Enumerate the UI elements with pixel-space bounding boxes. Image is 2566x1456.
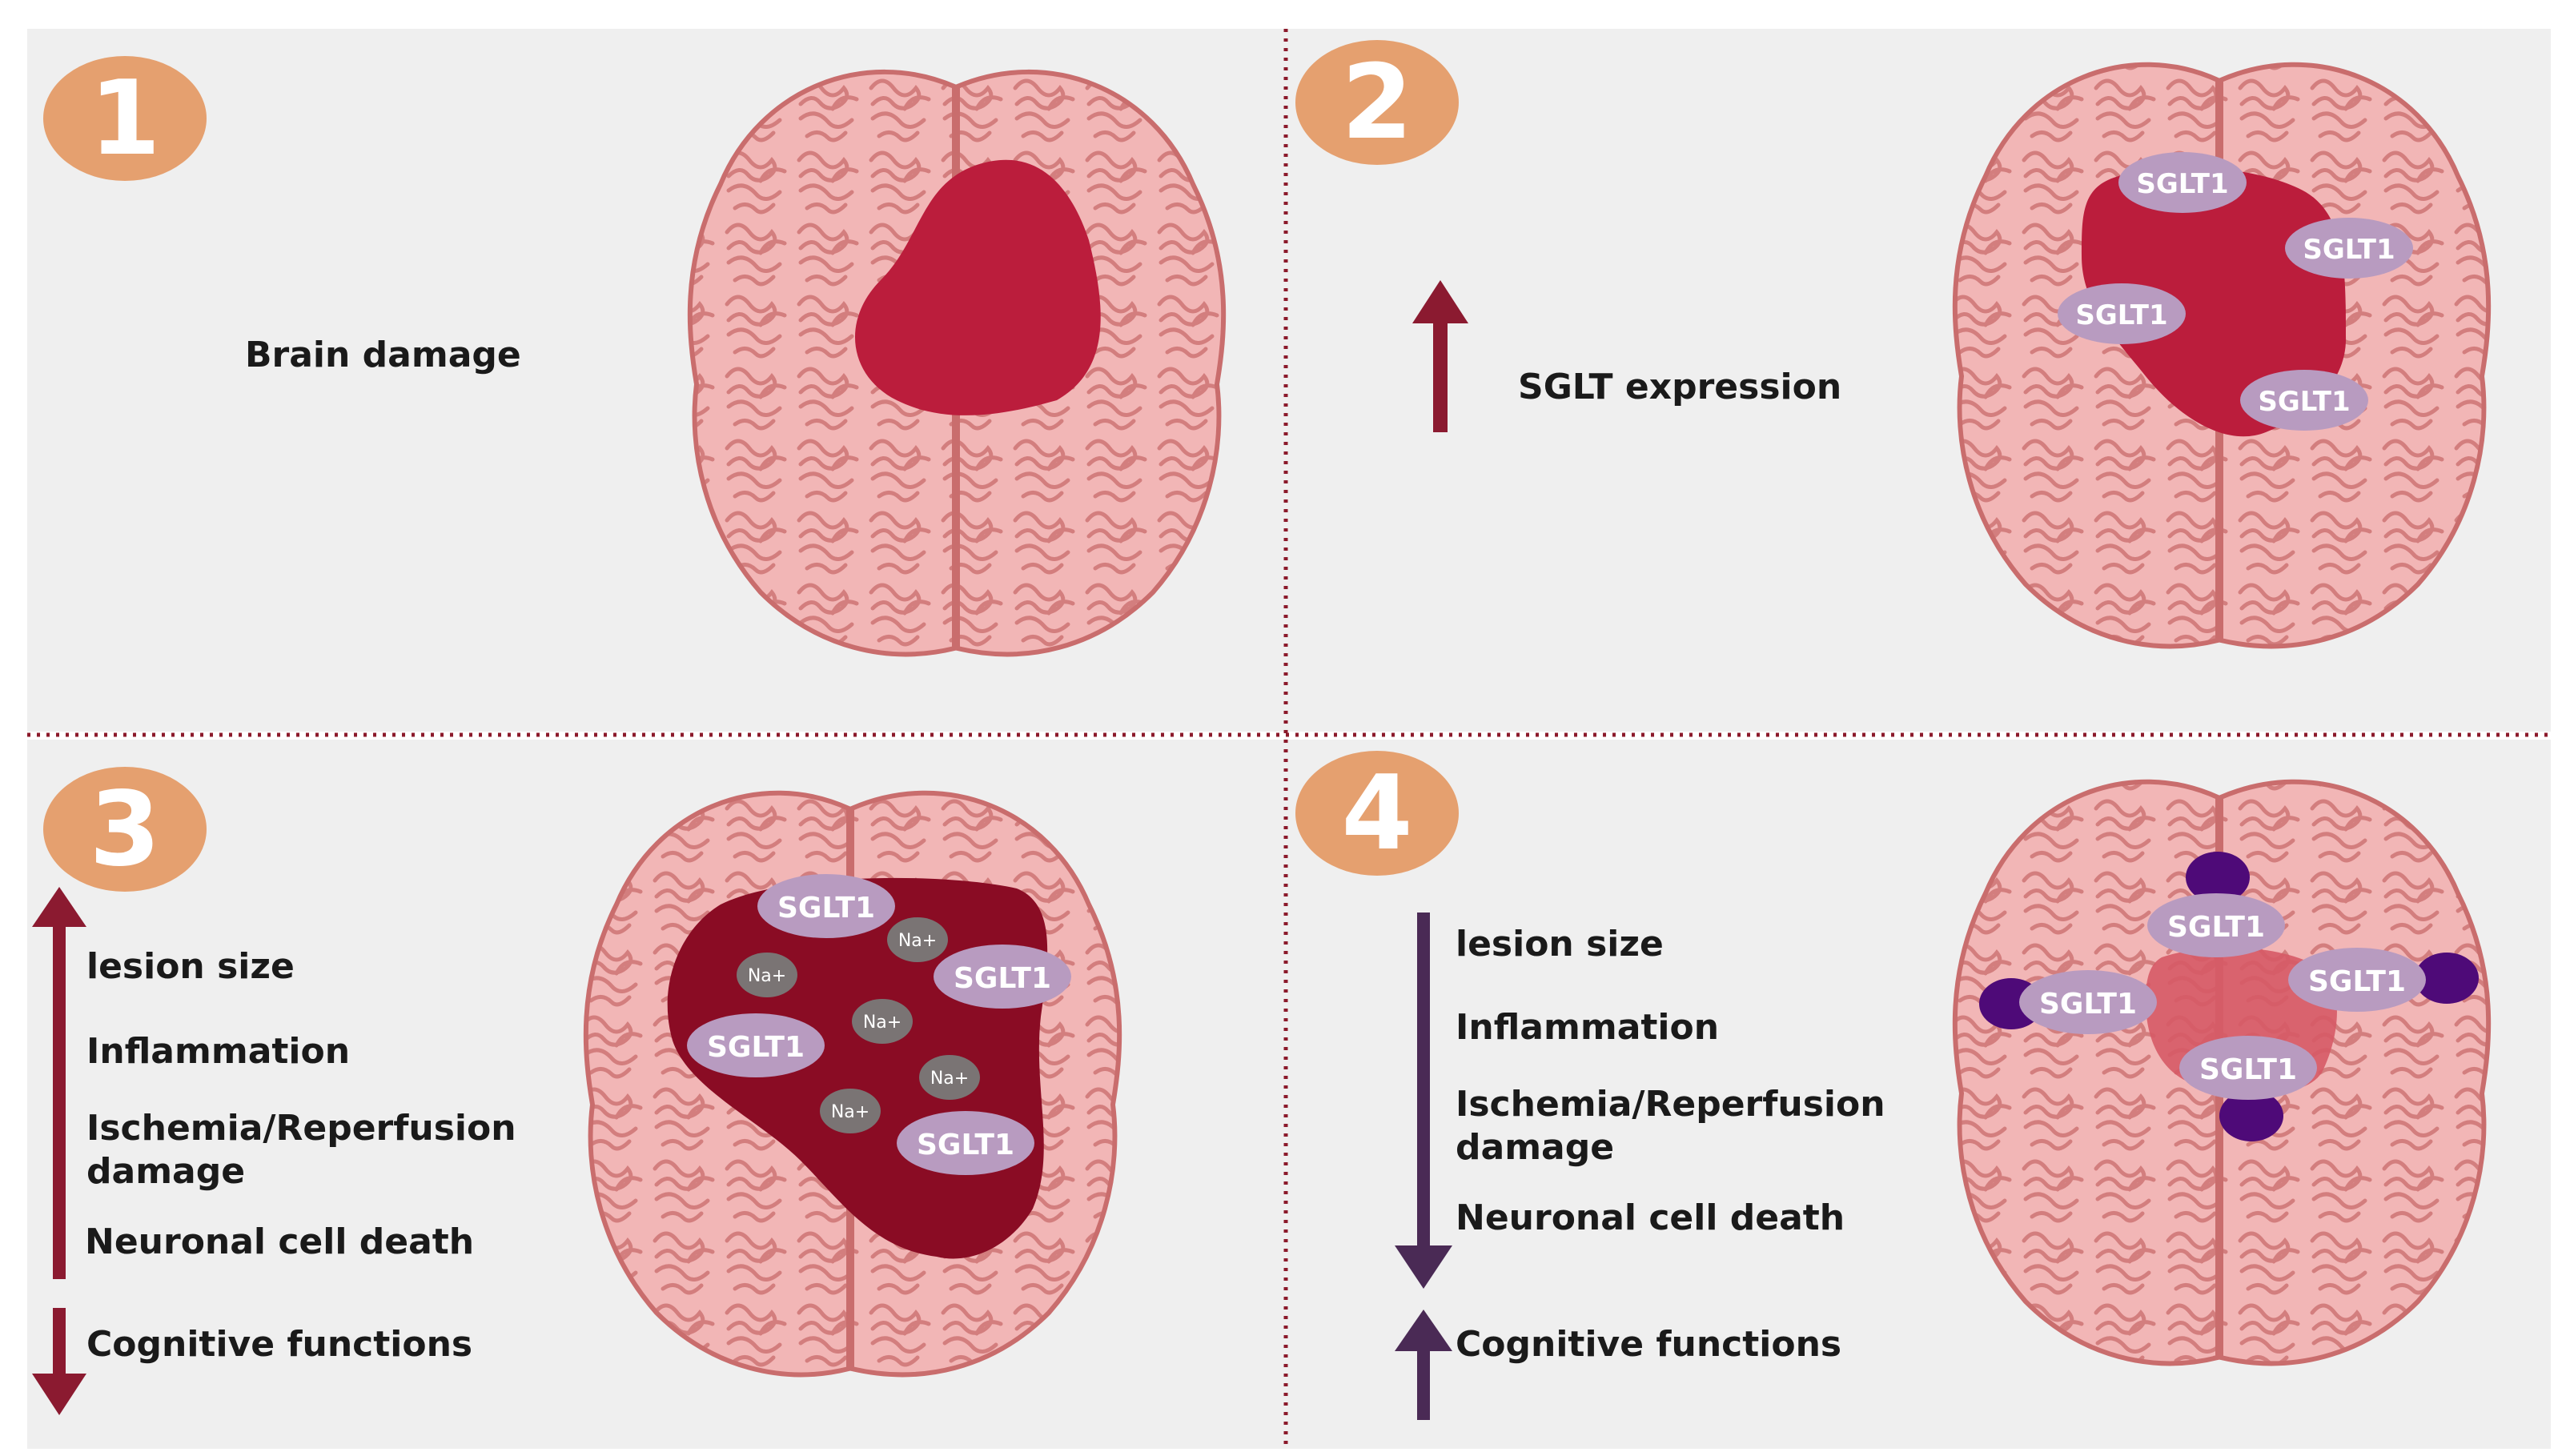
panel-number-badge	[43, 767, 207, 892]
inhibitor-molecule	[2415, 953, 2479, 1004]
panel-1: 1 Brain damage	[43, 56, 1227, 657]
svg-text:Na+: Na+	[930, 1069, 969, 1089]
sglt1-badge: SGLT1	[687, 1013, 825, 1077]
inhibitor-molecule	[2219, 1090, 2283, 1141]
sodium-ion: Na+	[820, 1089, 881, 1133]
up-arrow-icon	[1395, 1310, 1452, 1420]
effect-label: damage	[86, 1151, 245, 1192]
panel-number: 1	[89, 59, 160, 178]
effect-label: Ischemia/Reperfusion	[86, 1108, 516, 1149]
panel-number-badge	[1295, 40, 1459, 165]
svg-text:SGLT1: SGLT1	[2199, 1053, 2297, 1086]
sodium-ion: Na+	[852, 999, 913, 1044]
svg-text:Na+: Na+	[831, 1102, 869, 1122]
brain-damage-label: Brain damage	[245, 335, 521, 375]
sglt1-badge: SGLT1	[2118, 152, 2247, 213]
panel-number: 3	[89, 770, 160, 889]
svg-text:SGLT1: SGLT1	[917, 1129, 1014, 1161]
panel-number-badge	[1295, 751, 1459, 876]
sglt1-badge: SGLT1	[2019, 970, 2157, 1034]
effect-label: lesion size	[86, 946, 295, 987]
inhibitor-molecule	[2186, 852, 2250, 903]
effect-label: Inflammation	[1456, 1007, 1719, 1048]
effect-label: Neuronal cell death	[85, 1221, 474, 1262]
sglt1-badge: SGLT1	[2240, 370, 2368, 431]
svg-text:SGLT1: SGLT1	[707, 1031, 805, 1064]
svg-text:SGLT1: SGLT1	[2136, 168, 2228, 200]
panel-4: 4 lesion size Inflammation Ischemia/Repe…	[1295, 751, 2492, 1420]
down-arrow-icon	[1395, 913, 1452, 1289]
panel-3: 3 lesion size Inflammation Ischemia/Repe…	[32, 767, 1122, 1415]
svg-text:SGLT1: SGLT1	[777, 892, 875, 925]
sglt-expression-label: SGLT expression	[1518, 367, 1841, 407]
sglt1-badge: SGLT1	[2147, 893, 2285, 957]
up-arrow-icon	[32, 887, 86, 1279]
effect-label: Ischemia/Reperfusion	[1456, 1084, 1885, 1125]
up-arrow-icon	[1412, 280, 1468, 432]
panel-number: 4	[1341, 754, 1412, 873]
down-arrow-icon	[32, 1308, 86, 1415]
sglt1-badge: SGLT1	[2288, 948, 2426, 1012]
svg-text:SGLT1: SGLT1	[2308, 965, 2406, 998]
lesion	[854, 159, 1101, 415]
svg-text:SGLT1: SGLT1	[2167, 911, 2265, 944]
sodium-ion: Na+	[737, 953, 797, 997]
effect-label: Cognitive functions	[1456, 1324, 1841, 1365]
sglt1-badge: SGLT1	[897, 1111, 1034, 1175]
effect-label: Neuronal cell death	[1456, 1197, 1845, 1238]
svg-text:SGLT1: SGLT1	[2258, 386, 2350, 418]
svg-text:SGLT1: SGLT1	[2303, 234, 2395, 266]
sglt1-badge: SGLT1	[934, 945, 1071, 1009]
sglt1-badge: SGLT1	[2058, 283, 2186, 344]
svg-text:Na+: Na+	[863, 1013, 902, 1033]
svg-text:SGLT1: SGLT1	[2075, 299, 2167, 331]
panel-2: 2 SGLT expression SGLT1 SGLT1 SGLT1	[1295, 40, 2492, 649]
effect-label: Inflammation	[86, 1031, 350, 1072]
sglt1-badge: SGLT1	[2285, 218, 2413, 279]
sodium-ion: Na+	[887, 917, 948, 962]
svg-text:SGLT1: SGLT1	[2039, 988, 2137, 1021]
sglt1-badge: SGLT1	[2179, 1036, 2317, 1100]
panel-number: 2	[1341, 43, 1412, 162]
sodium-ion: Na+	[919, 1055, 980, 1100]
svg-text:Na+: Na+	[898, 931, 937, 951]
effect-label: damage	[1456, 1127, 1614, 1168]
effect-label: Cognitive functions	[86, 1324, 472, 1365]
svg-text:SGLT1: SGLT1	[954, 962, 1051, 995]
effect-label: lesion size	[1456, 924, 1664, 965]
sglt1-badge: SGLT1	[757, 874, 895, 938]
svg-text:Na+: Na+	[748, 966, 786, 986]
panel-number-badge	[43, 56, 207, 181]
lesion	[2082, 167, 2347, 437]
